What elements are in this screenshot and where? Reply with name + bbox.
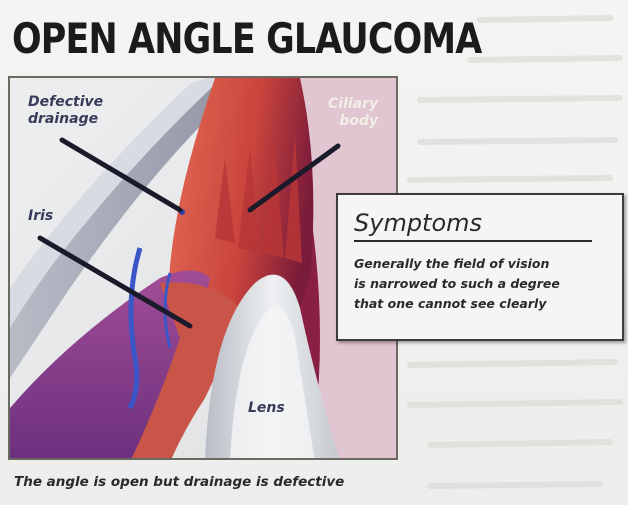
- symptoms-description: Generally the field of vision is narrowe…: [354, 254, 616, 314]
- ciliary-body-label-line-1: Ciliary: [328, 96, 378, 113]
- symptoms-underline: [354, 240, 592, 242]
- defective-drainage-label-line-2: drainage: [28, 111, 103, 128]
- figure-caption: The angle is open but drainage is defect…: [14, 474, 344, 490]
- iris-label: Iris: [28, 208, 53, 225]
- ciliary-body-label: Ciliary body: [328, 96, 378, 130]
- lens-label: Lens: [248, 400, 285, 417]
- symptoms-line-3: that one cannot see clearly: [354, 294, 616, 314]
- symptoms-box: Symptoms Generally the field of vision i…: [336, 193, 624, 341]
- page-title: OPEN ANGLE GLAUCOMA: [12, 14, 481, 63]
- symptoms-line-2: is narrowed to such a degree: [354, 274, 616, 294]
- symptoms-line-1: Generally the field of vision: [354, 254, 616, 274]
- ciliary-body-label-line-2: body: [328, 113, 378, 130]
- symptoms-heading: Symptoms: [354, 209, 482, 237]
- defective-drainage-label: Defective drainage: [28, 94, 103, 128]
- defective-drainage-label-line-1: Defective: [28, 94, 103, 111]
